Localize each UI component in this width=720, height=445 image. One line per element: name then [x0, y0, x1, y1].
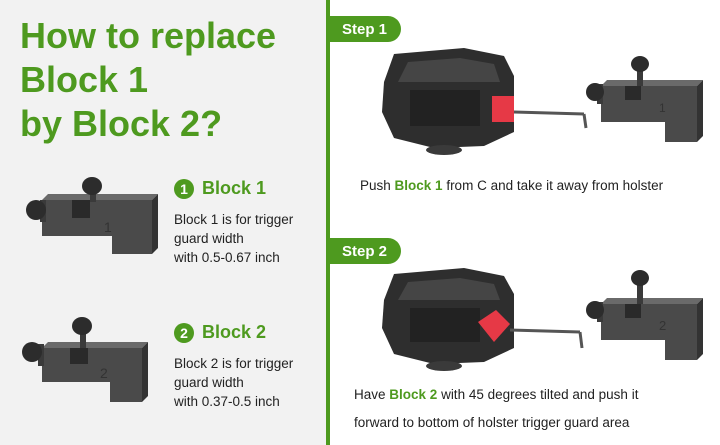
step-2-block-knob-left — [586, 301, 604, 319]
step-2-block-slot — [625, 304, 641, 318]
block-2-label: Block 2 — [202, 322, 267, 342]
holster-1-cavity — [410, 90, 480, 126]
step-1-block-slot — [625, 86, 641, 100]
block-1-knob-right — [82, 177, 102, 195]
step-1-tab: Step 1 — [330, 16, 402, 42]
block-2-number-badge: 2 — [174, 322, 194, 343]
block-1-description: Block 1 is for trigger guard width with … — [174, 210, 324, 267]
step-1-block-engraving: 1 — [659, 101, 666, 115]
block-2-knob-right — [72, 317, 92, 335]
block-1-side-face — [152, 194, 158, 254]
block-1-front-face — [42, 200, 152, 254]
step-1-hex-key — [513, 110, 585, 116]
holster-1-screw — [426, 145, 462, 155]
step-1-highlight: Block 1 — [394, 178, 443, 193]
step-2-block-bolt-right — [637, 276, 643, 304]
block-2-desc-line: Block 2 is for trigger — [174, 356, 294, 371]
step-1-block-knob-left — [586, 83, 604, 101]
step-2-block-image: 2 — [586, 270, 703, 360]
title-line-1: How to replace — [20, 15, 277, 56]
page-title: How to replace Block 1 by Block 2? — [20, 14, 276, 146]
step-1-block-image: 1 — [586, 56, 703, 142]
step-2-block-top-face — [601, 298, 703, 304]
title-line-2: Block 1 — [20, 59, 149, 100]
step-2-block-knob-right — [631, 270, 649, 286]
step-1-hex-key-bend — [582, 113, 588, 129]
holster-1-highlight — [398, 58, 500, 82]
step-1-block-front-face — [601, 86, 697, 142]
step-1-block-top-face — [601, 80, 703, 86]
block-1-image: 1 — [26, 177, 158, 254]
block-1-engraving: 1 — [104, 219, 112, 235]
step-1-text-before: Push — [360, 178, 395, 193]
step-1-block-bolt-right — [637, 62, 643, 86]
step-2-line-1: Have Block 2 with 45 degrees tilted and … — [354, 381, 638, 409]
block-1-heading: 1 Block 1 — [174, 178, 266, 199]
step-2-block-engraving: 2 — [659, 318, 666, 333]
step-1-block-knob-right — [631, 56, 649, 72]
block-1-slot — [72, 200, 90, 218]
block-1-number-badge: 1 — [174, 178, 194, 199]
title-line-3: by Block 2? — [20, 103, 223, 144]
holster-2-highlight — [398, 278, 500, 300]
step-2-text-after: with 45 degrees tilted and push it — [437, 387, 639, 402]
block-1-desc-line: with 0.5-0.67 inch — [174, 250, 280, 265]
step-1-instruction: Push Block 1 from C and take it away fro… — [360, 172, 663, 200]
block-2-engraving: 2 — [100, 365, 108, 381]
step-2-line-2: forward to bottom of holster trigger gua… — [354, 415, 630, 430]
step-1-text-after: from C and take it away from holster — [442, 178, 664, 193]
step-2-hex-key-bend — [578, 331, 584, 349]
block-2-description: Block 2 is for trigger guard width with … — [174, 354, 324, 411]
step-2-tab: Step 2 — [330, 238, 402, 264]
step-2-block-front-face — [601, 304, 697, 360]
step-2-hex-key — [509, 328, 581, 334]
block-2-knob-left — [22, 342, 42, 362]
step-2-highlight: Block 2 — [389, 387, 438, 402]
block-1-label: Block 1 — [202, 178, 267, 198]
step-2-instruction: Have Block 2 with 45 degrees tilted and … — [354, 381, 638, 437]
block-2-desc-line: with 0.37-0.5 inch — [174, 394, 280, 409]
block-2-image: 2 — [22, 317, 148, 402]
panel-divider — [326, 0, 330, 445]
block-1-top-face — [42, 194, 158, 200]
block-2-heading: 2 Block 2 — [174, 322, 266, 343]
block-2-front-face — [42, 348, 142, 402]
step-1-block-side-face — [697, 80, 703, 142]
block-2-bolt-right — [80, 322, 86, 348]
block-2-top-face — [42, 342, 148, 348]
block-1-knob-left — [26, 200, 46, 220]
step-1-red-block — [492, 96, 514, 122]
block-1-desc-line: Block 1 is for trigger — [174, 212, 294, 227]
block-1-desc-line: guard width — [174, 231, 244, 246]
holster-2-cavity — [410, 308, 480, 342]
block-2-slot — [70, 348, 88, 364]
step-2-red-block — [478, 310, 510, 342]
holster-2-screw — [426, 361, 462, 371]
step-2-text-before: Have — [354, 387, 390, 402]
block-2-side-face — [142, 342, 148, 402]
block-2-desc-line: guard width — [174, 375, 244, 390]
step-1-holster-image — [382, 48, 588, 155]
step-2-block-side-face — [697, 298, 703, 360]
step-2-holster-image — [382, 268, 584, 371]
